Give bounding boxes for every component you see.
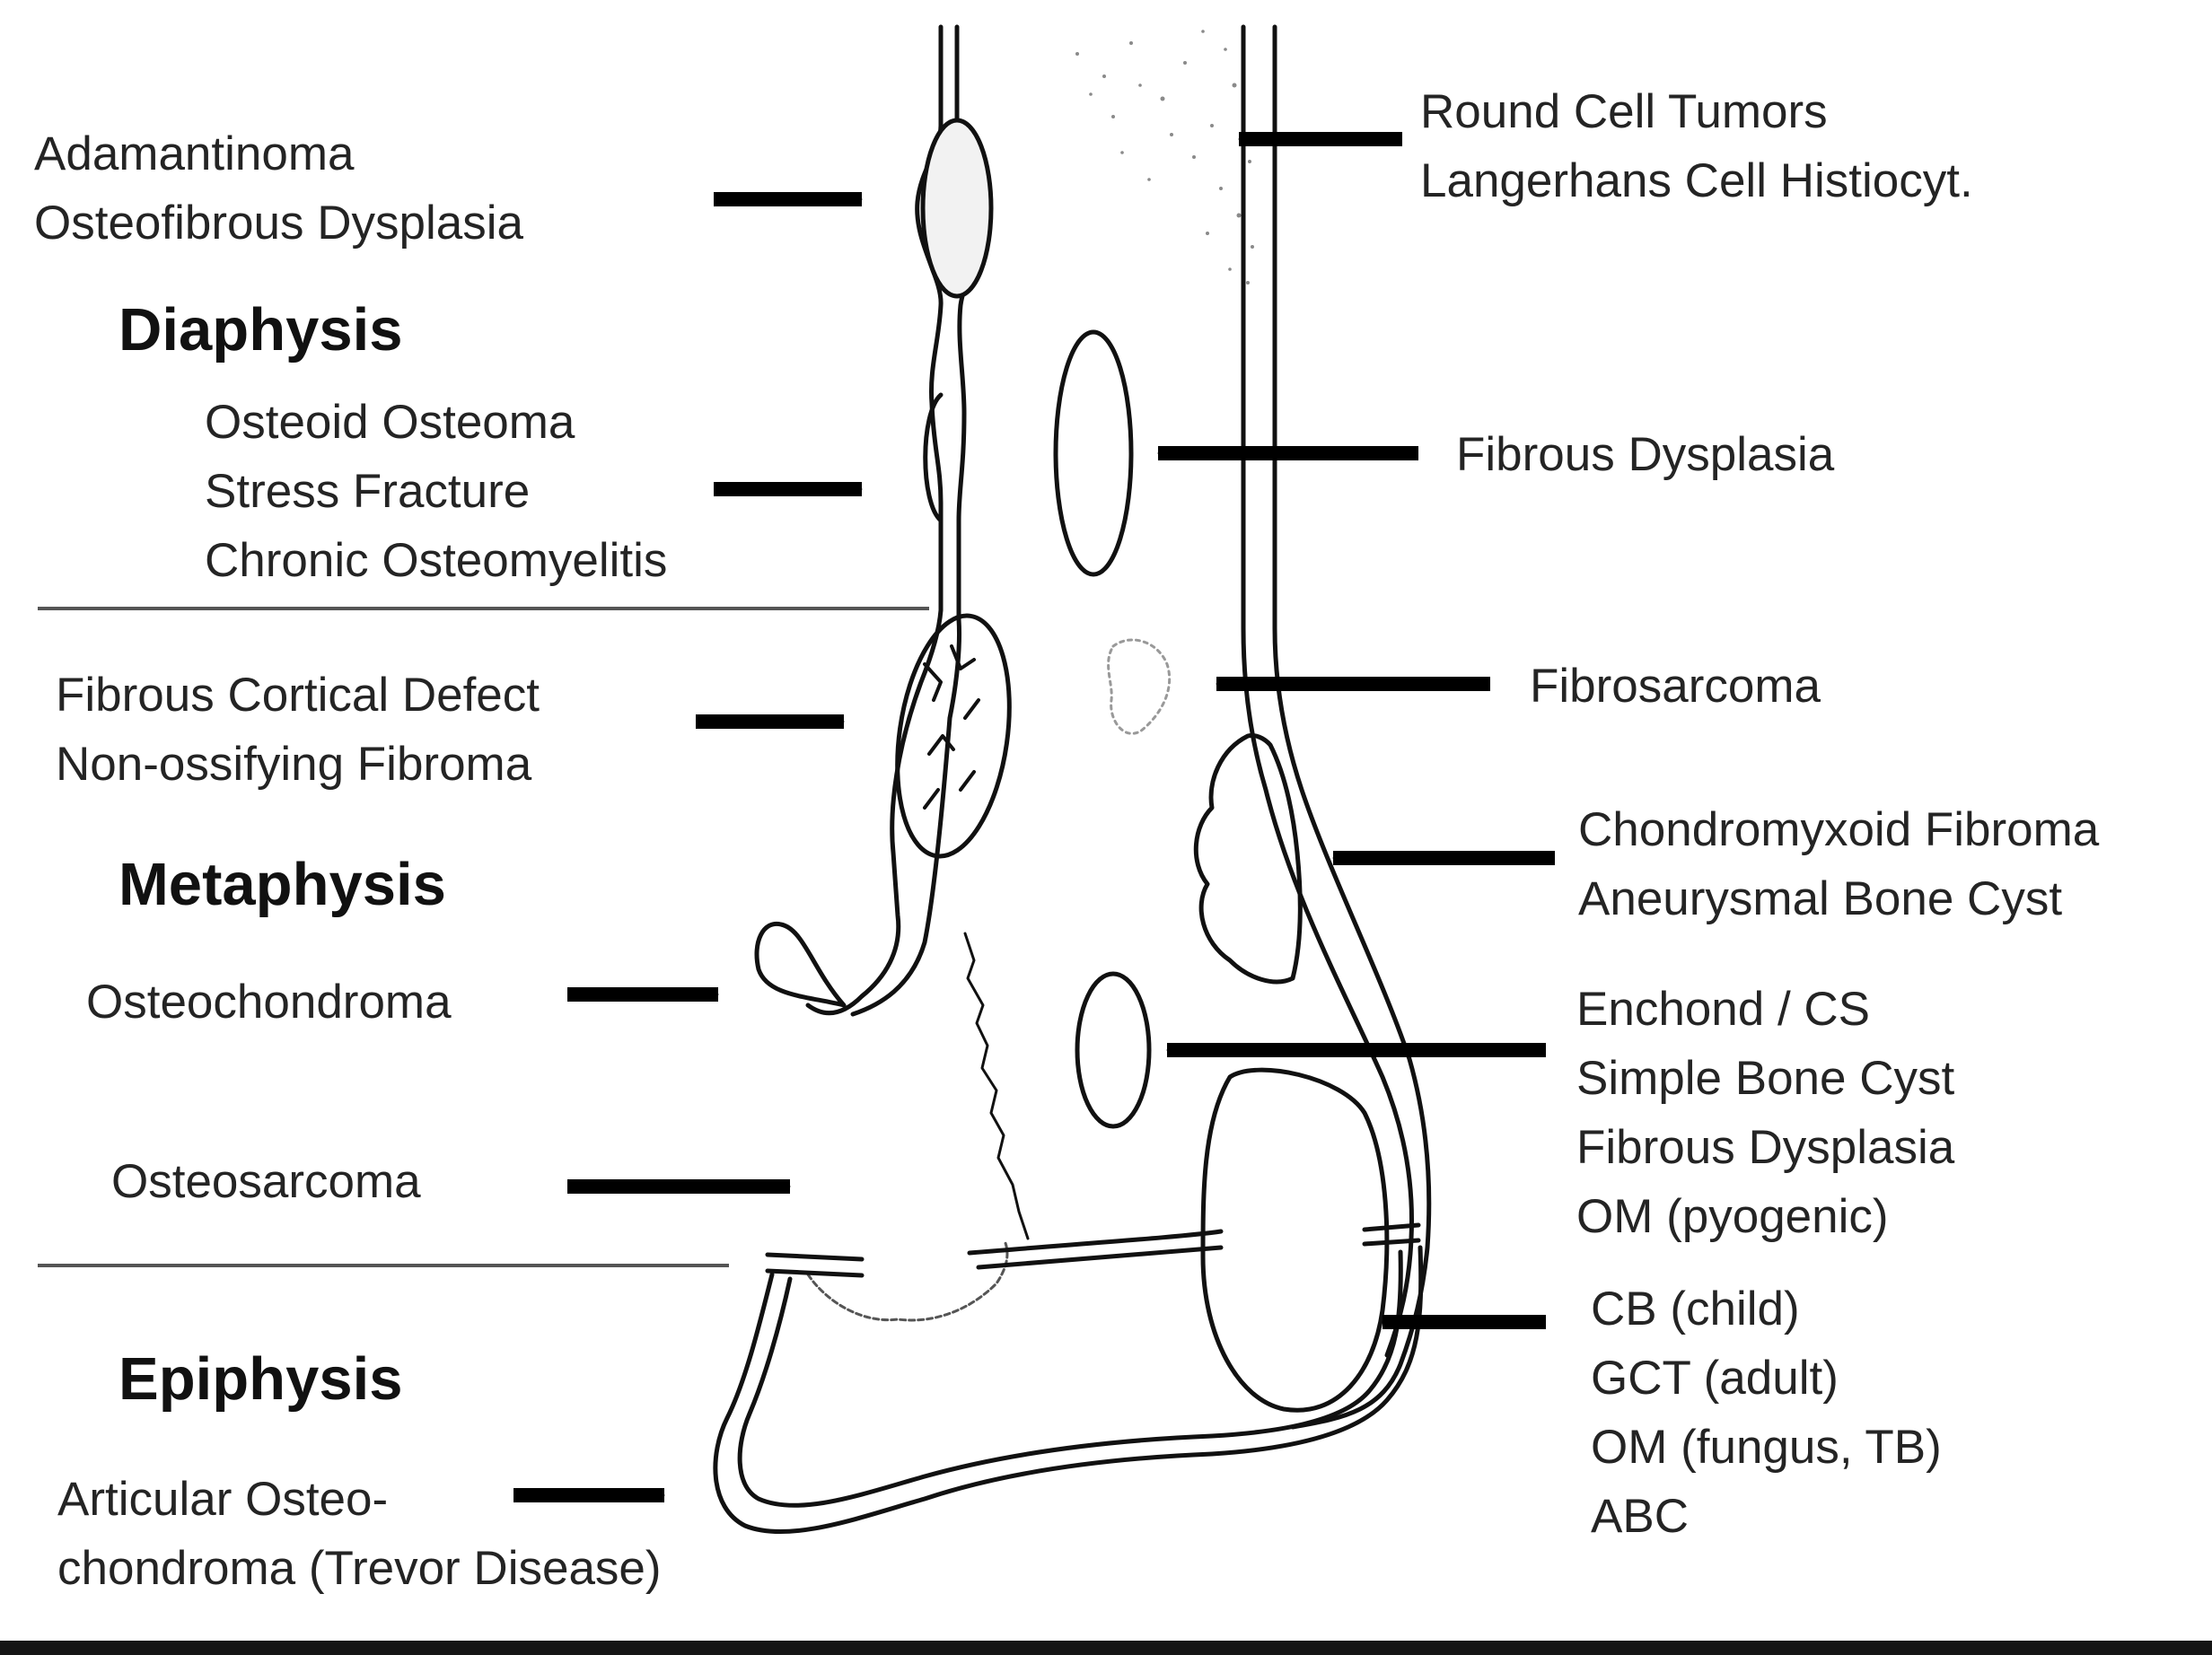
label-chondromyxoid-fibroma: Chondromyxoid Fibroma Aneurysmal Bone Cy…: [1578, 795, 2099, 933]
region-diaphysis: Diaphysis: [118, 296, 403, 363]
label-line: Osteosarcoma: [111, 1155, 421, 1208]
label-enchondroma: Enchond / CS Simple Bone Cyst Fibrous Dy…: [1576, 975, 1954, 1251]
label-line: chondroma (Trevor Disease): [57, 1542, 662, 1595]
label-line: Aneurysmal Bone Cyst: [1578, 872, 2063, 925]
fibrous-dysplasia-lesion: [1053, 329, 1134, 577]
label-line: Fibrous Dysplasia: [1456, 428, 1835, 481]
label-line: OM (fungus, TB): [1591, 1421, 1942, 1474]
label-epiphyseal-lesions: CB (child) GCT (adult) OM (fungus, TB) A…: [1591, 1274, 1942, 1551]
label-line: Round Cell Tumors: [1420, 85, 1828, 138]
medullary-speckle: [1075, 30, 1254, 285]
fibrosarcoma-lesion: [1107, 638, 1172, 735]
chondromyxoid-lesion: [1193, 733, 1303, 985]
label-line: Osteofibrous Dysplasia: [34, 197, 523, 250]
label-line: Langerhans Cell Histiocyt.: [1420, 154, 1973, 207]
epiphysis-outer: [713, 1245, 1424, 1534]
right-cortex-outer: [1272, 24, 1432, 1430]
bottom-border: [0, 1641, 2212, 1655]
label-line: ABC: [1591, 1490, 1689, 1543]
label-adamantinoma: Adamantinoma Osteofibrous Dysplasia: [34, 119, 523, 258]
epiphysis-inner: [737, 1249, 1403, 1508]
osteosarcoma-margin: [963, 932, 1030, 1240]
physis-lower-right: [976, 1238, 1421, 1270]
label-osteoid-osteoma: Osteoid Osteoma Stress Fracture Chronic …: [205, 388, 667, 595]
simple-bone-cyst-lesion: [1075, 971, 1152, 1129]
label-line: Non-ossifying Fibroma: [56, 738, 532, 791]
label-line: Osteoid Osteoma: [205, 396, 575, 449]
epiphyseal-lesion: [1200, 1067, 1390, 1413]
label-line: Chronic Osteomyelitis: [205, 534, 668, 587]
label-round-cell-tumors: Round Cell Tumors Langerhans Cell Histio…: [1420, 77, 1973, 215]
label-fibrous-cortical-defect: Fibrous Cortical Defect Non-ossifying Fi…: [56, 661, 540, 799]
osteochondroma-lesion: [754, 921, 847, 1008]
physis-upper: [765, 1252, 865, 1262]
label-osteosarcoma: Osteosarcoma: [111, 1147, 421, 1216]
label-line: GCT (adult): [1591, 1352, 1839, 1405]
label-line: CB (child): [1591, 1283, 1800, 1335]
label-line: OM (pyogenic): [1576, 1190, 1889, 1243]
label-line: Simple Bone Cyst: [1576, 1052, 1955, 1105]
region-epiphysis: Epiphysis: [118, 1345, 403, 1413]
label-line: Fibrous Dysplasia: [1576, 1121, 1955, 1174]
physis-lower: [765, 1268, 865, 1278]
osteosarcoma-lower-edge: [806, 1241, 1009, 1322]
adamantinoma-lesion: [920, 118, 994, 299]
label-fibrosarcoma: Fibrosarcoma: [1530, 652, 1821, 721]
label-articular-osteochondroma: Articular Osteo- chondroma (Trevor Disea…: [57, 1465, 662, 1603]
label-line: Stress Fracture: [205, 465, 531, 518]
label-line: Osteochondroma: [86, 976, 452, 1029]
left-cortex-outer: [805, 24, 944, 1016]
label-line: Adamantinoma: [34, 127, 355, 180]
label-line: Chondromyxoid Fibroma: [1578, 803, 2100, 856]
label-line: Enchond / CS: [1576, 983, 1871, 1036]
region-metaphysis: Metaphysis: [118, 851, 446, 918]
fibrous-cortical-defect-lesion: [895, 613, 1012, 859]
fcd-texture: [923, 644, 980, 810]
label-line: Fibrosarcoma: [1530, 660, 1821, 713]
label-line: Articular Osteo-: [57, 1473, 389, 1526]
osteoid-osteoma-bulge: [923, 392, 944, 523]
label-fibrous-dysplasia: Fibrous Dysplasia: [1456, 420, 1834, 489]
label-line: Fibrous Cortical Defect: [56, 669, 540, 722]
label-osteochondroma: Osteochondroma: [86, 968, 452, 1037]
